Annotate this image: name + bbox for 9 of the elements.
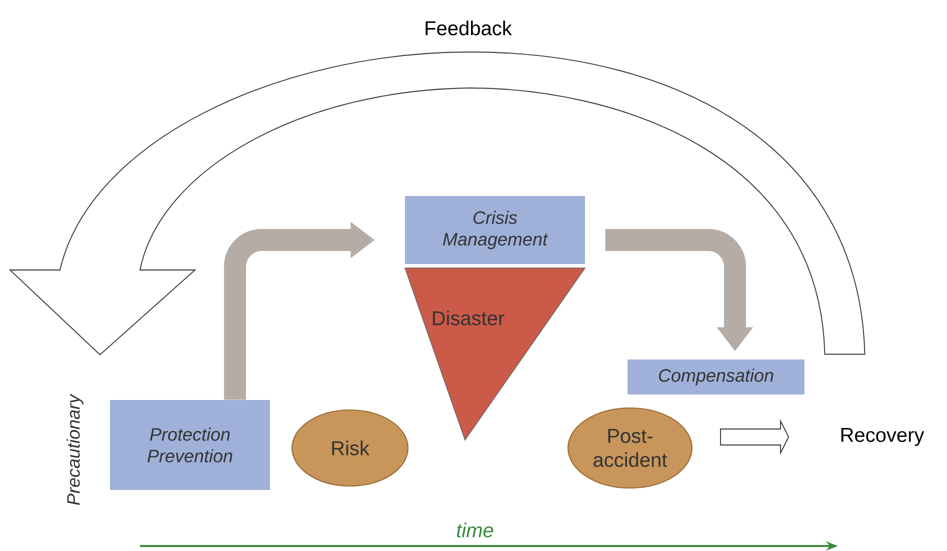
stage-label: Recovery <box>841 428 924 446</box>
arrow-label: Feedback <box>426 20 512 36</box>
feedback-arrow <box>10 52 866 356</box>
process-box: Compensation <box>628 360 804 394</box>
process-box: Crisis Management <box>405 196 585 264</box>
block-arrow <box>720 419 790 455</box>
process-box: Protection Prevention <box>110 400 270 490</box>
axis-label: Precautionary <box>66 394 84 505</box>
axis-label: time <box>457 522 494 538</box>
